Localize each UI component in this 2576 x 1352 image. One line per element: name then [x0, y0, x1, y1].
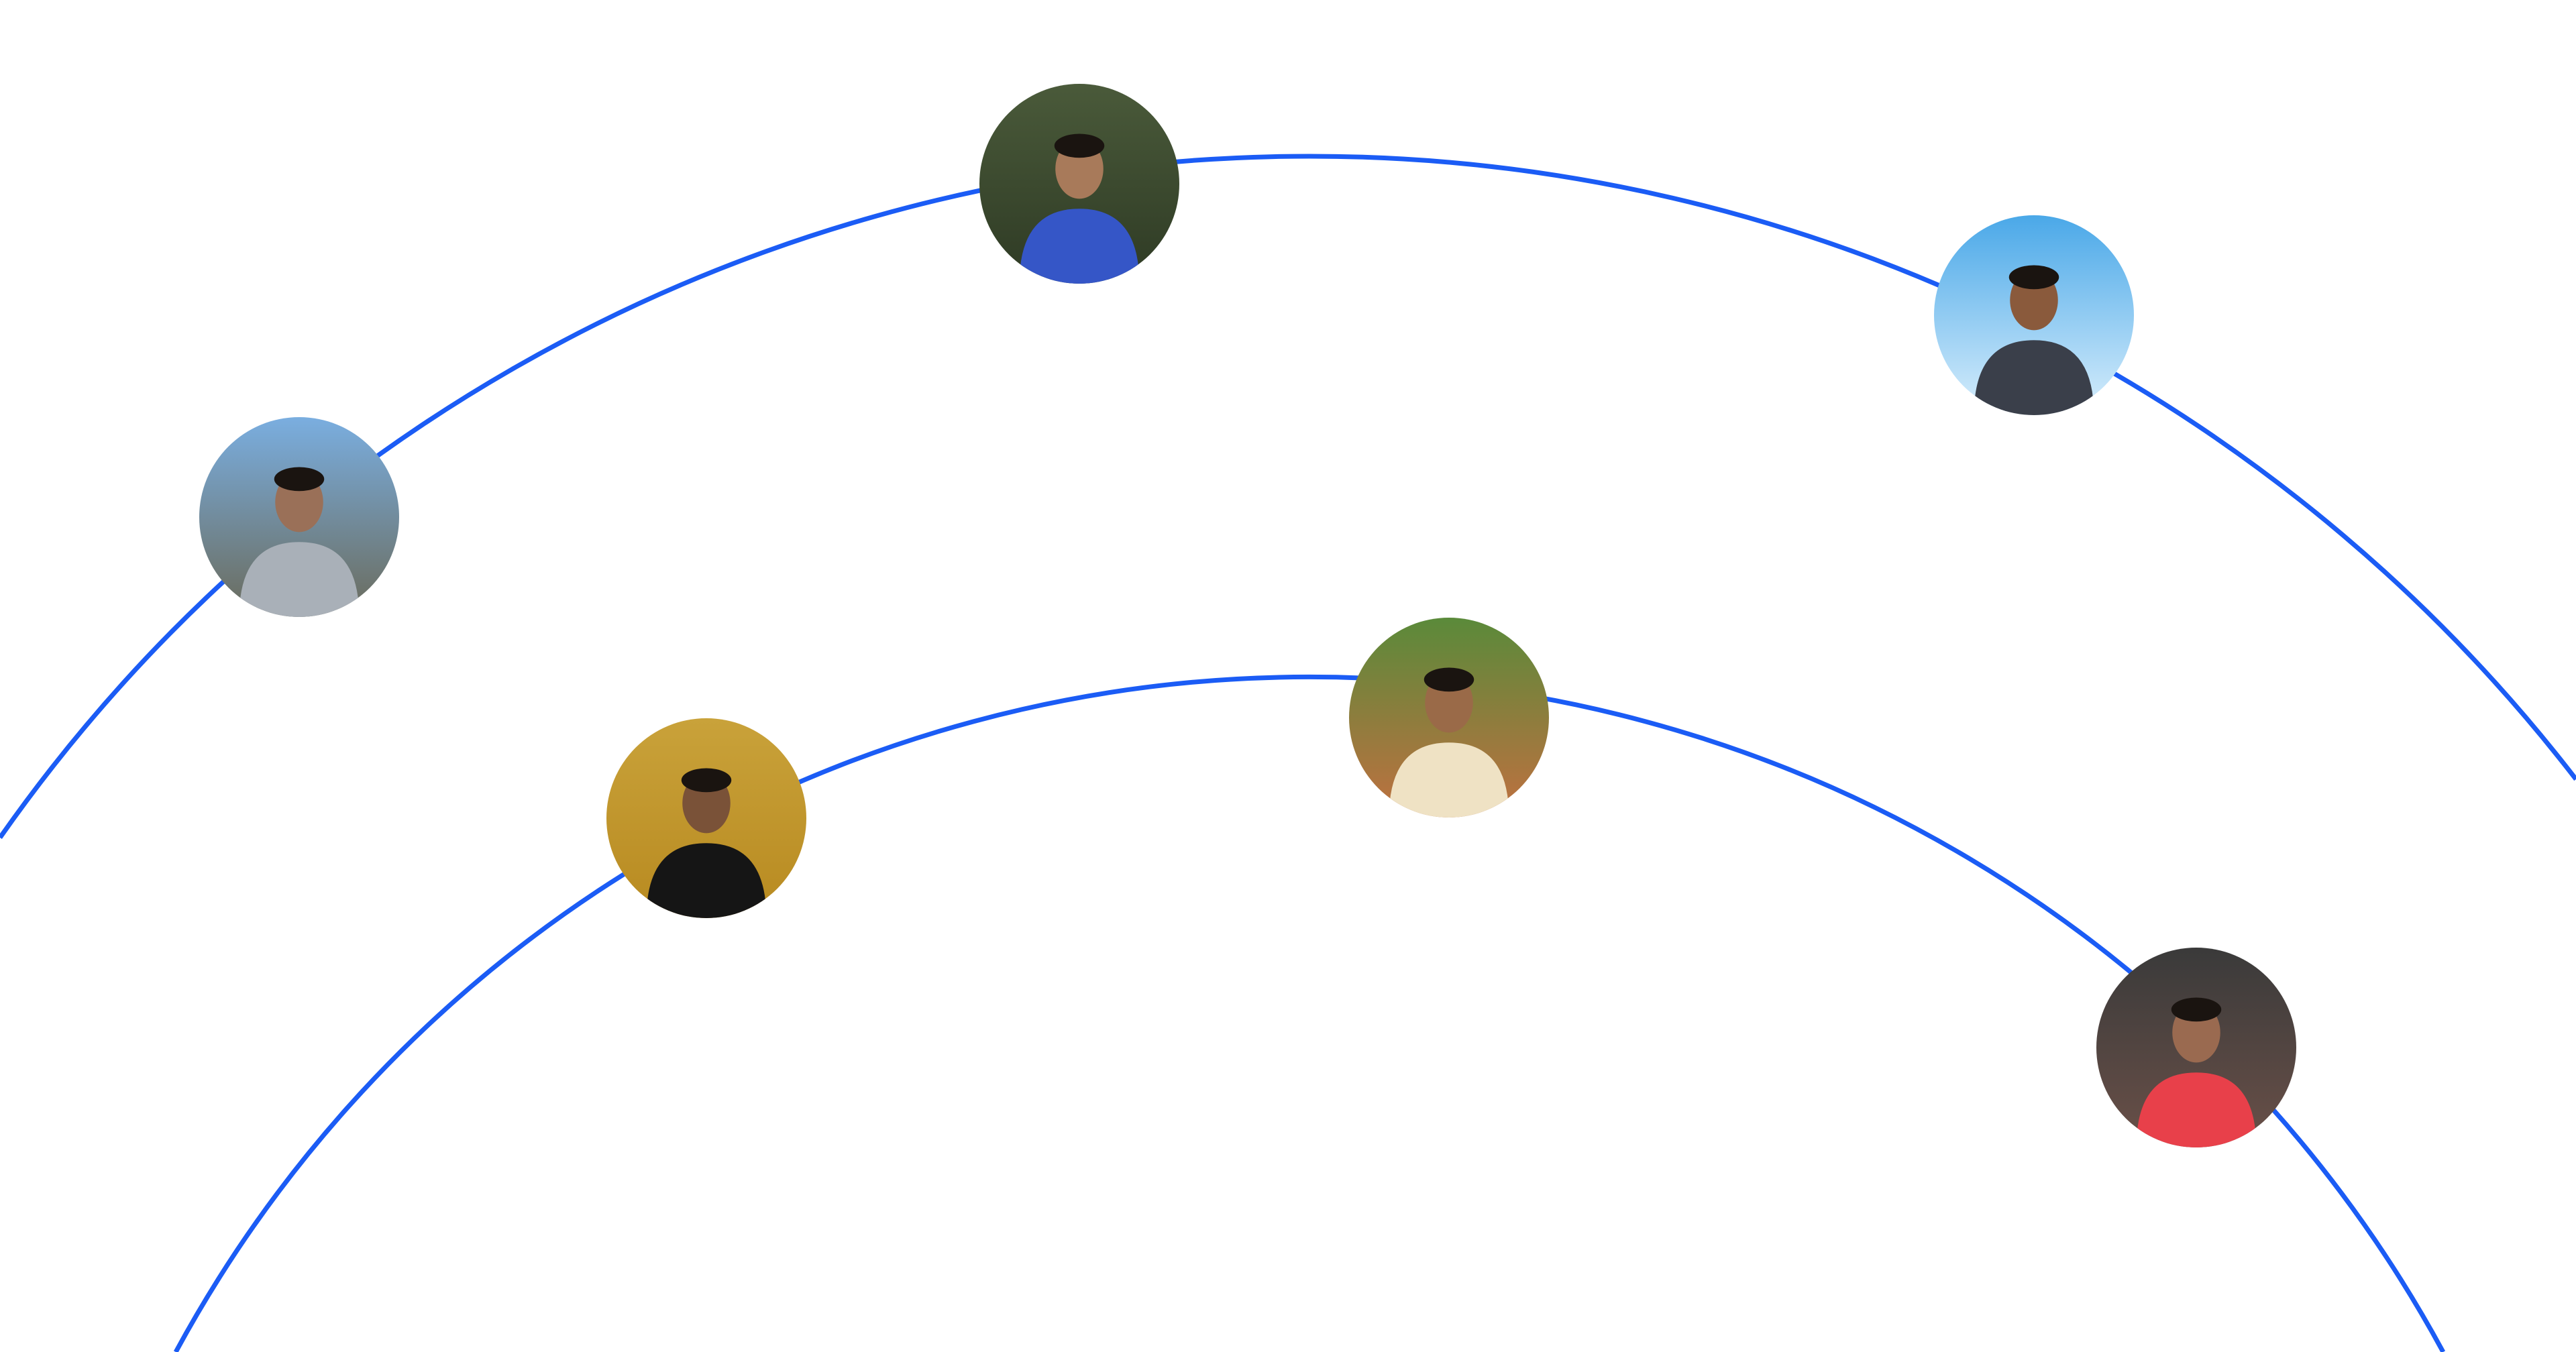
person-body-icon [1974, 340, 2094, 415]
person-hair-icon [1424, 667, 1474, 692]
person-body-icon [1389, 742, 1509, 818]
person-hair-icon [1054, 133, 1105, 158]
person-hair-icon [2008, 265, 2059, 290]
person-hair-icon [2171, 997, 2222, 1022]
avatar-person-greeting-plants [1349, 618, 1549, 818]
person-body-icon [239, 542, 360, 617]
person-body-icon [1019, 209, 1140, 284]
avatar-person-standing-walkway [979, 84, 1179, 284]
person-hair-icon [274, 467, 325, 492]
person-hair-icon [681, 768, 732, 793]
avatar-person-yellow-stairs [606, 718, 806, 918]
person-body-icon [646, 843, 767, 918]
avatar-person-mountains [199, 417, 399, 617]
avatar-person-beach-selfie [1934, 215, 2134, 415]
avatar-group [199, 84, 2296, 1147]
avatar-person-red-top [2096, 948, 2296, 1147]
person-body-icon [2136, 1072, 2257, 1147]
